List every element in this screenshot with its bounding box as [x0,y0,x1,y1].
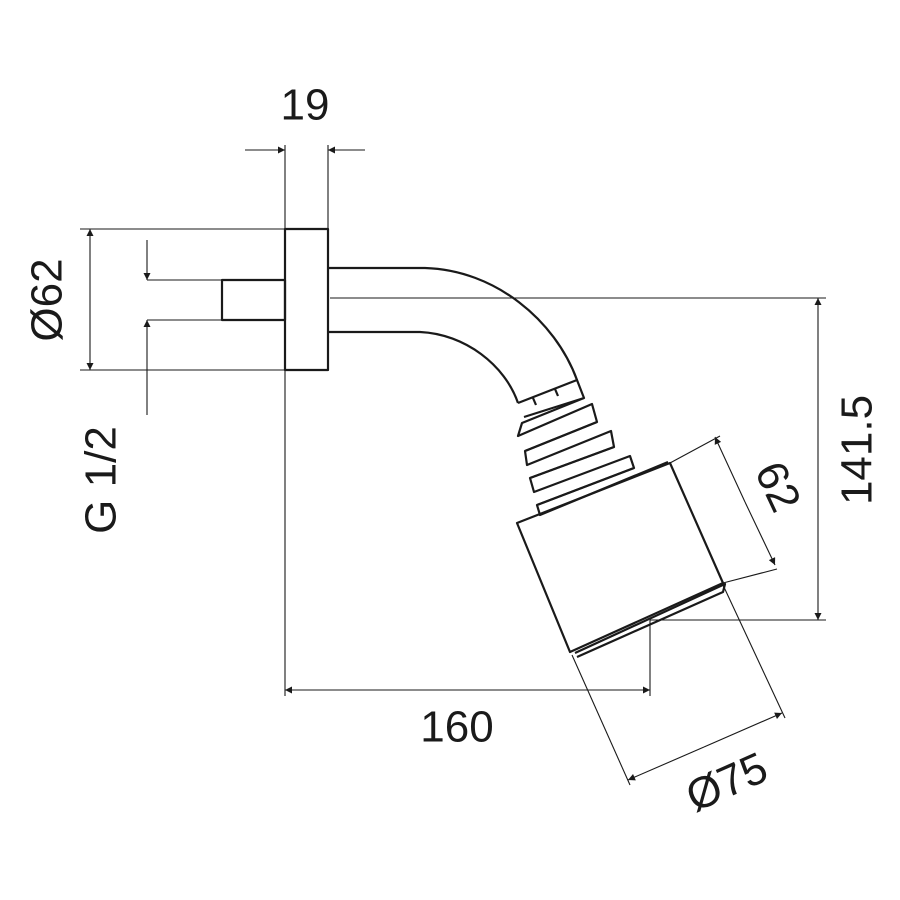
label-flange-diameter: Ø62 [23,258,72,341]
wall-flange [283,227,330,372]
label-flange-thickness: 19 [281,81,330,130]
dimension-flange-thickness: 19 [245,81,365,229]
dimension-flange-diameter: Ø62 [23,228,285,371]
label-head-height: 62 [745,454,810,519]
label-projection: 160 [420,703,493,752]
shower-arm-part [220,227,727,659]
shower-head-body [515,461,725,654]
label-thread: G 1/2 [77,426,126,534]
dimension-thread: G 1/2 [77,240,222,534]
threaded-stub [220,278,287,322]
arm-outer-curve [328,266,579,381]
dimension-projection: 160 [284,370,651,752]
label-height: 141.5 [833,395,882,505]
label-head-diameter: Ø75 [679,743,775,822]
arm-inner-curve [328,330,520,404]
swivel-thread [516,378,669,517]
dimension-height: 141.5 [330,297,882,621]
